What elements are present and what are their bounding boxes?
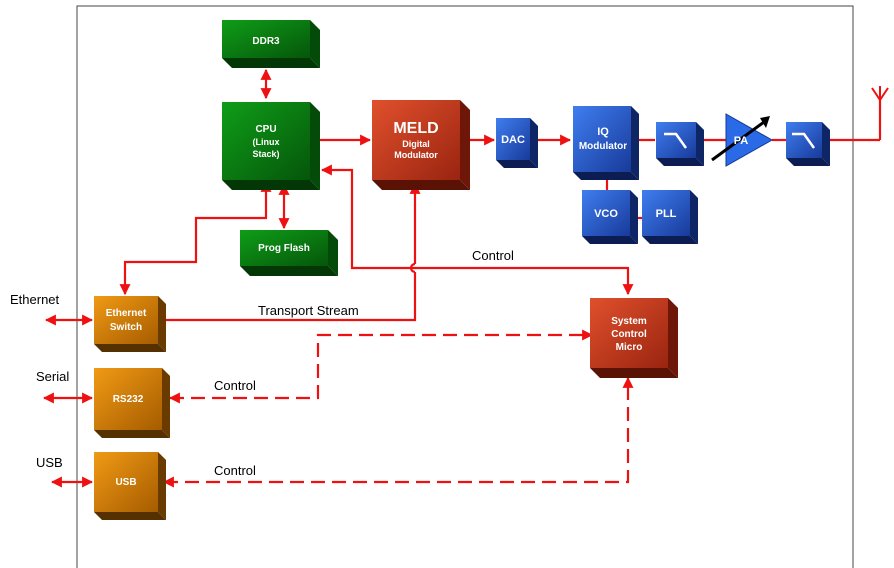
pa-block: PA [711, 113, 774, 167]
prog-flash-label: Prog Flash [258, 243, 310, 254]
meld-sub2: Modulator [394, 150, 438, 160]
lowpass-filter-icon [792, 132, 816, 149]
rs232-label: RS232 [113, 394, 144, 405]
variable-gain-arrow-icon [711, 120, 765, 162]
prog-flash-block: Prog Flash [240, 230, 338, 276]
pll-block: PLL [642, 190, 698, 244]
ethernet-switch-sub: Switch [110, 322, 142, 333]
ddr3-label: DDR3 [252, 36, 280, 47]
cpu-sub2: Stack) [252, 149, 279, 159]
filter-1-block [656, 122, 704, 166]
vco-label: VCO [594, 208, 618, 220]
meld-block: MELD Digital Modulator [372, 100, 470, 190]
usb-control-link [162, 376, 634, 488]
usb-block: USB [94, 452, 166, 520]
connections [42, 68, 882, 488]
pa-label: PA [734, 135, 749, 147]
sys-ctrl-label2: Control [611, 329, 647, 340]
sys-ctrl-label3: Micro [616, 342, 643, 353]
usb-label: USB [115, 477, 136, 488]
meld-title: MELD [393, 120, 438, 137]
ddr3-block: DDR3 [222, 20, 320, 68]
ethernet-switch-label: Ethernet [106, 308, 147, 319]
control-cpu-link [320, 164, 634, 296]
dashed-controls [162, 329, 634, 488]
dac-block: DAC [496, 118, 538, 168]
iq-sub: Modulator [579, 141, 627, 152]
lowpass-filter-icon [664, 132, 688, 149]
control-rs232-label: Control [214, 378, 256, 393]
iq-label: IQ [597, 126, 609, 138]
cpu-sub1: (Linux [253, 137, 280, 147]
iq-modulator-block: IQ Modulator [573, 106, 639, 180]
ethernet-switch-block: Ethernet Switch [94, 296, 166, 352]
serial-external-label: Serial [36, 369, 69, 384]
cpu-label: CPU [255, 124, 276, 135]
cpu-ethernet-link [119, 180, 272, 296]
filter-2-block [786, 122, 830, 166]
control-top-label: Control [472, 248, 514, 263]
ethernet-external-label: Ethernet [10, 292, 60, 307]
antenna-icon [871, 86, 889, 101]
control-usb-label: Control [214, 463, 256, 478]
rs232-block: RS232 [94, 368, 170, 438]
system-control-micro-block: System Control Micro [590, 298, 678, 378]
sys-ctrl-label1: System [611, 316, 647, 327]
dac-label: DAC [501, 134, 525, 146]
vco-block: VCO [582, 190, 638, 244]
usb-external-label: USB [36, 455, 63, 470]
meld-sub1: Digital [402, 139, 430, 149]
cpu-block: CPU (Linux Stack) [222, 102, 320, 190]
transport-stream-label: Transport Stream [258, 303, 359, 318]
transport-stream-link-lower [164, 272, 417, 322]
transport-stream-hop [409, 262, 416, 274]
pll-label: PLL [656, 208, 677, 220]
board-frame [76, 5, 854, 568]
